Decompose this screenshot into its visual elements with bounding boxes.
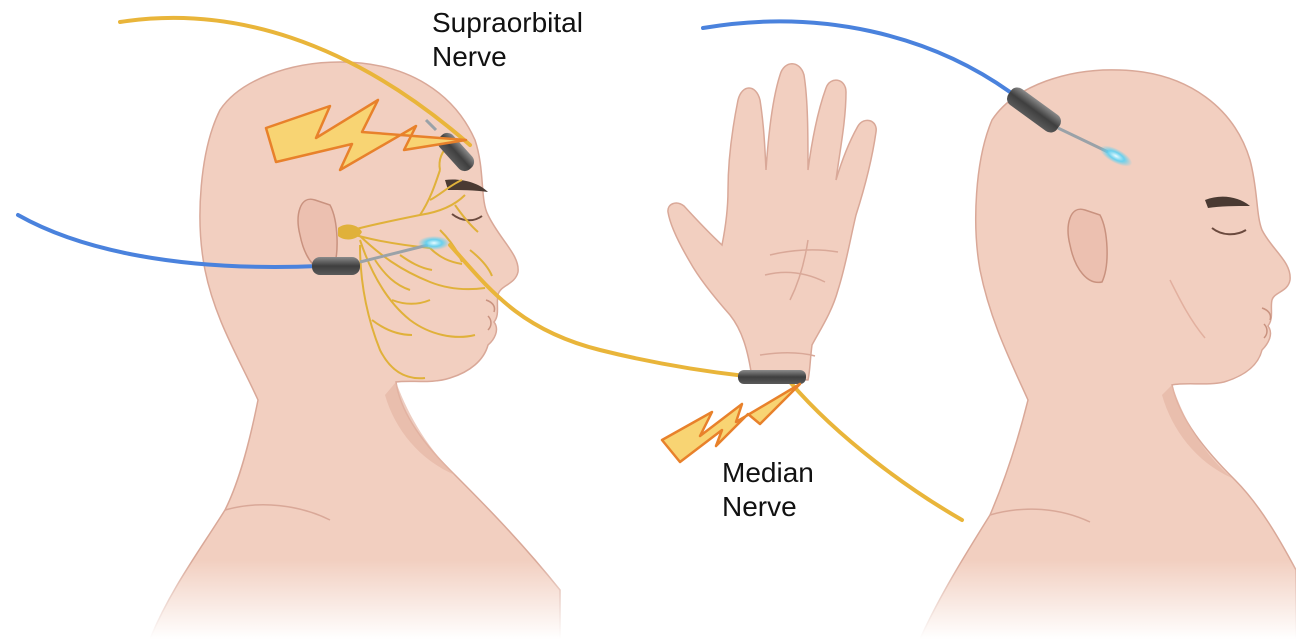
- right-recording-wire: [703, 21, 1010, 92]
- median-electrode: [738, 370, 806, 384]
- median-label-line-2: Nerve: [722, 490, 814, 524]
- supraorbital-nerve-label: Supraorbital Nerve: [432, 6, 583, 74]
- median-to-right-wire: [790, 382, 962, 520]
- median-label-line-1: Median: [722, 456, 814, 490]
- supraorbital-label-line-2: Nerve: [432, 40, 583, 74]
- electrode-icon: [312, 257, 360, 275]
- lightning-bolt-icon: [662, 384, 800, 462]
- bottom-fade: [0, 560, 1296, 639]
- supraorbital-label-line-1: Supraorbital: [432, 6, 583, 40]
- hand: [668, 64, 876, 380]
- electrode-tip-glow-icon: [418, 236, 450, 250]
- median-nerve-label: Median Nerve: [722, 456, 814, 524]
- electrode-icon: [738, 370, 806, 384]
- hand-silhouette: [668, 64, 876, 380]
